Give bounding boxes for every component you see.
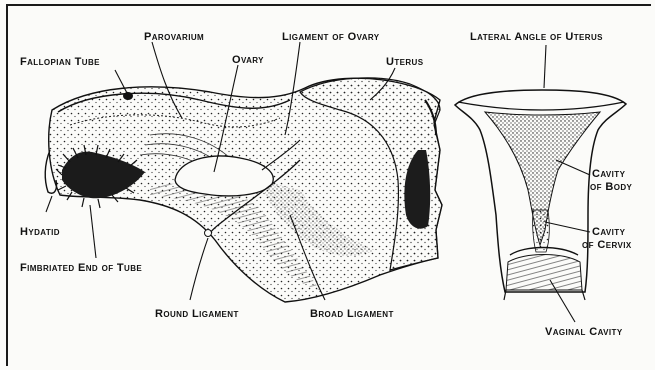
label-broad-ligament: Broad Ligament xyxy=(310,308,394,320)
label-ovary: Ovary xyxy=(232,54,264,66)
label-ligament-of-ovary: Ligament of Ovary xyxy=(282,31,380,43)
vaginal-cavity-shape xyxy=(506,255,582,291)
label-uterus: Uterus xyxy=(386,56,423,68)
label-parovarium: Parovarium xyxy=(144,31,204,43)
label-cavity-of-body-line1: Cavity xyxy=(592,168,625,180)
label-fallopian-tube: Fallopian Tube xyxy=(20,56,100,68)
label-vaginal-cavity: Vaginal Cavity xyxy=(545,326,623,338)
cavity-of-cervix-shape xyxy=(533,210,550,252)
label-cavity-of-cervix-line2: of Cervix xyxy=(582,239,632,251)
label-hydatid: Hydatid xyxy=(20,226,60,238)
label-cavity-of-cervix-line1: Cavity xyxy=(592,226,625,238)
label-round-ligament: Round Ligament xyxy=(155,308,239,320)
label-lateral-angle-of-uterus: Lateral Angle of Uterus xyxy=(470,31,603,43)
label-cavity-of-body-line2: of Body xyxy=(590,181,632,193)
label-fimbriated-end-of-tube: Fimbriated End of Tube xyxy=(20,262,142,274)
